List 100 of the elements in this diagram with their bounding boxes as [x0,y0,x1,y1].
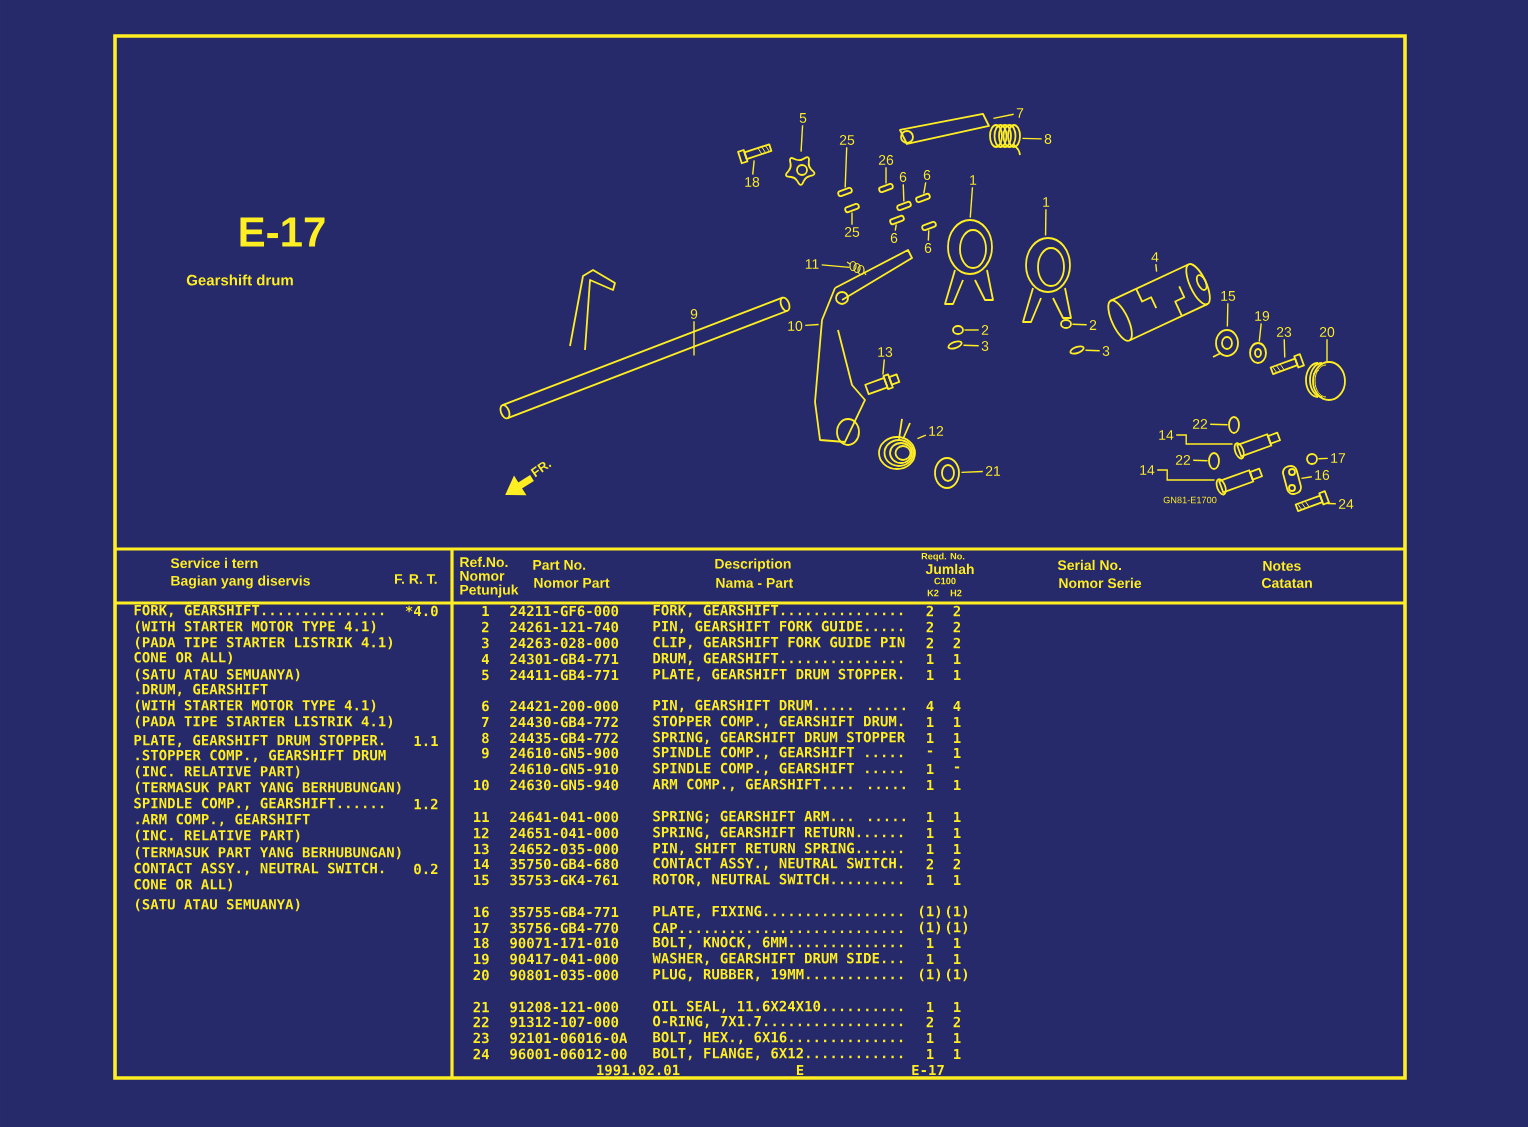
table-cell: 1 [954,747,961,759]
part-drawing [947,340,963,350]
table-cell: (1) [946,905,967,919]
table-cell: 7 [482,716,489,728]
table-cell: 1 [954,716,961,728]
table-cell: PIN, GEARSHIFT FORK GUIDE..... [653,620,903,634]
column-header: Description [715,558,791,572]
table-cell: - [954,766,960,769]
table-cell: 1 [927,874,934,886]
table-cell: BOLT, HEX., 6X16.............. [653,1031,903,1045]
table-cell: 92101-06016-0A [510,1032,628,1044]
leader-line [963,329,980,331]
callout-number: 12 [929,426,944,436]
table-cell: 1 [954,1032,961,1044]
column-header: C100 [934,577,956,585]
callout-number: 17 [1331,453,1346,463]
table-cell: (SATU ATAU SEMUANYA) [136,668,300,682]
callout-number: 16 [1315,470,1330,480]
table-cell: (PADA TIPE STARTER LISTRIK 4.1) [136,636,393,650]
leader-line [820,264,851,269]
part-drawing [1215,467,1263,496]
table-cell: 1 [954,843,961,855]
leader-line [1044,208,1047,237]
callout-number: 6 [923,170,931,180]
column-header: Catatan [1261,578,1312,588]
leader-line [1071,323,1088,326]
table-cell: 4 [926,700,934,712]
table-cell: 4 [481,653,489,665]
callout-number: 15 [1221,291,1236,301]
table-cell: (1) [919,921,940,935]
table-cell: (WITH STARTER MOTOR TYPE 4.1) [136,699,376,713]
table-cell: 2 [953,637,961,649]
table-cell: 1.1 [414,735,438,747]
table-cell: (1) [919,905,940,919]
part-drawing [1107,263,1211,342]
part-drawing [1294,490,1330,512]
table-cell: SPINDLE COMP., GEARSHIFT ..... [653,746,903,760]
subtitle: Gearshift drum [186,274,293,286]
callout-number: 22 [1175,455,1191,465]
column-header: Jumlah [925,563,974,575]
table-cell: 1.2 [414,798,438,810]
table-cell: (1) [946,968,967,982]
table-cell: 24610-GN5-900 [510,747,619,759]
table-cell: SPINDLE COMP., GEARSHIFT...... [134,797,384,811]
callout-number: 7 [1016,108,1024,118]
leader-line [1300,476,1313,480]
table-cell: 14 [474,858,489,870]
table-cell: 1 [927,669,934,681]
table-cell: 15 [474,874,489,886]
table-cell: STOPPER COMP., GEARSHIFT DRUM. [653,715,903,729]
callout-number: 25 [844,227,860,237]
table-cell: 35756-GB4-770 [510,922,619,934]
table-cell: 24301-GB4-771 [510,653,619,665]
table-cell: 2 [926,621,934,633]
table-cell: 24430-GB4-772 [510,716,618,728]
table-cell: 1 [927,1032,934,1044]
part-drawing [1069,345,1085,355]
table-cell: PIN, GEARSHIFT DRUM..... ..... [653,699,905,713]
column-header: Nomor Serie [1059,577,1142,589]
leader-line [1084,349,1101,352]
column-header: Bagian yang diservis [171,575,310,589]
leader-line [1258,322,1262,343]
table-cell: 23 [473,1032,489,1044]
table-cell: 1 [954,732,961,744]
table-cell: 20 [473,969,489,981]
table-cell: 21 [473,1001,489,1013]
table-cell: 1 [954,1001,961,1013]
footer-text: E [796,1064,804,1076]
column-header: Petunjuk [460,584,519,598]
table-cell: ROTOR, NEUTRAL SWITCH......... [653,873,903,887]
table-cell: OIL SEAL, 11.6X24X10.......... [653,1000,903,1014]
table-cell: PLATE, GEARSHIFT DRUM STOPPER. [653,668,903,682]
table-cell: (TERMASUK PART YANG BERHUBUNGAN) [136,846,401,860]
callout-number: 8 [1044,134,1052,144]
table-cell: CAP........................... [653,922,903,934]
table-cell: PIN, SHIFT RETURN SPRING...... [653,842,903,856]
table-cell: 2 [926,605,934,617]
table-cell: 1 [927,1001,934,1013]
table-cell: .DRUM, GEARSHIFT [136,683,268,697]
table-cell: (1) [919,968,940,982]
leader-line [1326,338,1328,363]
table-cell: PLUG, RUBBER, 19MM............ [653,968,903,982]
direction-label: FR. [530,461,552,478]
table-cell: 1 [927,653,934,665]
callout-number: 2 [981,325,989,335]
callout-number: 24 [1338,499,1354,509]
leader-line [969,186,974,219]
callout-number: 3 [981,341,989,351]
table-cell: 1 [927,779,934,791]
callout-number: 5 [799,113,807,123]
table-cell: 35750-GB4-680 [510,858,619,870]
footer-text: E-17 [912,1064,944,1076]
table-cell: ARM COMP., GEARSHIFT.... ..... [652,778,905,792]
callout-number: 26 [878,155,894,165]
table-cell: WASHER, GEARSHIFT DRUM SIDE... [652,952,903,966]
callout-number: 3 [1102,346,1110,356]
table-cell: 1 [954,874,961,886]
table-cell: 3 [482,637,489,649]
part-drawing [989,124,1021,156]
leader-line [1209,423,1229,426]
